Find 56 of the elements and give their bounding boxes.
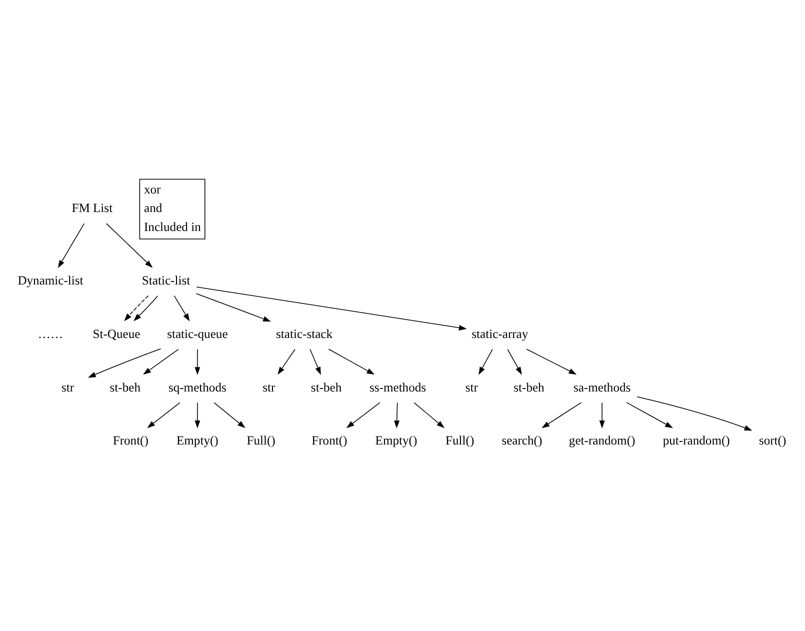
arrow [214, 402, 246, 428]
node-text: Empty() [176, 433, 218, 448]
arrow [599, 402, 605, 428]
arrow [626, 402, 673, 428]
label: …… [38, 326, 64, 340]
arrow [328, 348, 375, 374]
node-text: str [465, 380, 478, 394]
node-text: Static-list [142, 272, 190, 287]
arrow [278, 348, 296, 374]
node-text: Front() [112, 433, 148, 448]
node-text: search() [502, 433, 542, 448]
arrow [58, 222, 84, 268]
node-text: Full() [246, 433, 276, 448]
node-text: sa-methods [573, 380, 631, 394]
arrow [394, 402, 400, 428]
arrow [346, 402, 380, 428]
arrow [106, 222, 153, 268]
legend-label: and [144, 200, 162, 215]
node-text: St-Queue [92, 326, 140, 340]
node-text: sq-methods [168, 380, 226, 394]
node-text: ss-methods [370, 380, 426, 394]
node-text: st-beh [110, 380, 140, 394]
node-text: static-array [472, 326, 528, 340]
legend-label: xor [144, 182, 161, 196]
arrow [507, 348, 522, 374]
node-text: put-random() [662, 433, 730, 448]
arrow [88, 348, 162, 378]
node-text: sort() [758, 433, 786, 448]
node-text: FM List [72, 200, 113, 215]
arrow [526, 348, 577, 374]
node-text: Dynamic-list [18, 272, 84, 287]
node-text: static-stack [276, 326, 333, 340]
arrow [636, 396, 752, 430]
node-text: Front() [312, 433, 348, 448]
arrow [147, 402, 180, 428]
node-text: get-random() [568, 433, 636, 448]
arrow [194, 348, 200, 374]
arrow [542, 402, 582, 428]
arrow [414, 402, 445, 428]
arrow [194, 402, 200, 428]
arrow [310, 348, 321, 374]
node-text: st-beh [514, 380, 544, 394]
node-text: Full() [446, 433, 474, 448]
arrow [143, 348, 179, 374]
node-text: static-queue [167, 326, 228, 340]
arrow [133, 294, 158, 321]
legend-label: Included in [144, 219, 201, 234]
node-text: Empty() [375, 433, 418, 448]
node-text: str [262, 380, 276, 394]
arrow [196, 292, 271, 322]
node-text: st-beh [310, 380, 342, 394]
node-text: str [62, 380, 74, 394]
arrow [124, 294, 149, 321]
arrow [478, 348, 493, 374]
arrow [174, 294, 190, 321]
arrow [196, 286, 467, 330]
